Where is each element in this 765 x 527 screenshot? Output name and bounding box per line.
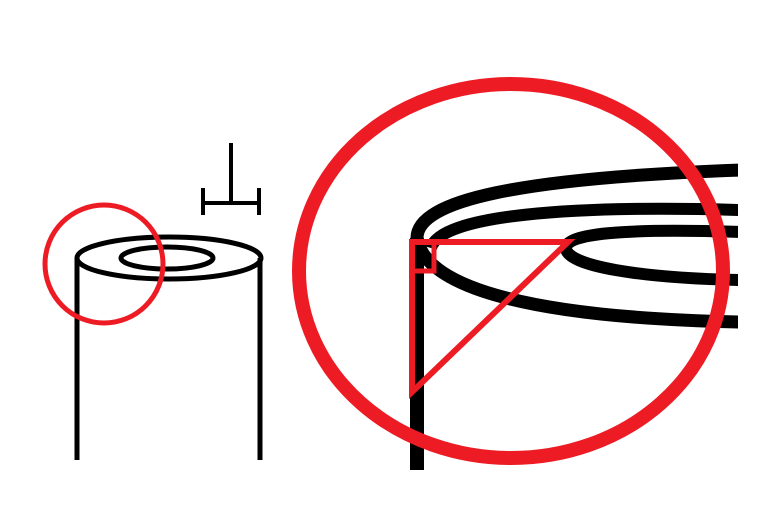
highlight-circle-large [292,77,730,465]
cylinder-figure [74,234,264,460]
zoom-outer-rim-arc [410,163,738,239]
highlight-circle-small [42,202,166,326]
wall-thickness-marker [201,143,261,215]
magnified-view [410,163,738,470]
cylinder-outer-rim [74,234,264,282]
cylinder-inner-rim [118,244,216,272]
chamfer-right-triangle [409,239,576,400]
chamfer-triangle [409,239,576,400]
zoom-inner-rim-back [425,202,738,251]
right-angle-marker [409,239,437,274]
